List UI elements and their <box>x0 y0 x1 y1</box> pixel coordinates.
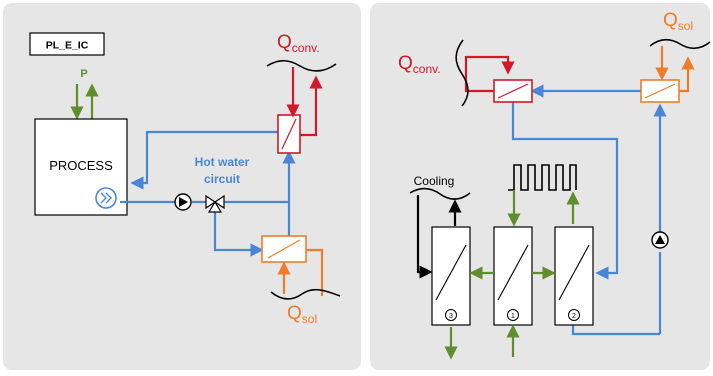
cooling-stream <box>416 195 462 279</box>
right-solar-source-curve <box>649 38 711 50</box>
unit-3-number: 3 <box>449 313 453 320</box>
unit-3: 3 <box>431 226 471 326</box>
three-way-valve-icon <box>205 194 225 213</box>
right-q-conv-label: Qconv. <box>398 53 441 76</box>
unit-2: 2 <box>554 226 594 326</box>
q-sol-label: Qsol <box>287 303 317 326</box>
convective-source-curve <box>266 59 337 72</box>
right-q-sol-label: Qsol <box>663 10 693 33</box>
cooling-label: Cooling <box>414 174 455 188</box>
unit-2-number: 2 <box>572 313 576 320</box>
cooling-curve <box>409 187 471 200</box>
unit-1: 1 <box>493 226 533 326</box>
right-solar-stream <box>655 46 695 93</box>
right-panel: Qconv. Qsol Cooling 3 <box>370 3 711 370</box>
unit-1-number: 1 <box>511 313 515 320</box>
solar-stream <box>277 248 324 296</box>
heater-stream <box>507 190 580 227</box>
heater-icon <box>508 164 577 191</box>
convective-stream <box>286 67 323 137</box>
hot-water-pipes <box>120 130 296 257</box>
power-label: P <box>80 68 87 80</box>
tag-box <box>29 32 105 56</box>
right-hot-water-pipes <box>511 84 667 336</box>
q-conv-label: Qconv. <box>277 32 320 55</box>
tag-label: PL_E_IC <box>46 40 89 52</box>
right-convective-source-curve <box>455 39 469 107</box>
process-label: PROCESS <box>49 158 113 173</box>
circuit-label-line1: Hot water <box>195 155 250 169</box>
right-convective-stream <box>464 55 515 93</box>
circuit-label-line2: circuit <box>204 172 240 186</box>
solar-source-curve <box>270 288 341 300</box>
left-panel: PL_E_IC P PROCESS Hot water <box>3 3 361 370</box>
unit-green-flows <box>444 266 556 360</box>
